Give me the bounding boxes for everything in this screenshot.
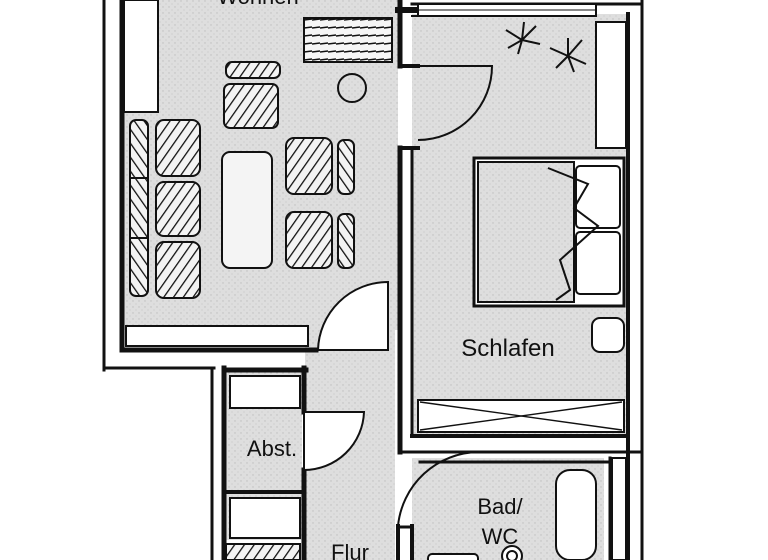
room-label-bath-line1: Bad/ (477, 494, 523, 519)
windows (123, 0, 627, 560)
dining-chair-2 (285, 211, 333, 269)
tv-stool (225, 61, 281, 79)
plant-icon (505, 21, 541, 55)
bedroom-door-swing (417, 65, 494, 141)
bed-pillow-top (575, 165, 621, 229)
storage-shelf-bottom (229, 497, 301, 539)
plants (505, 21, 587, 73)
storage-shelf-top (229, 375, 301, 409)
bathtub (555, 469, 597, 560)
bed-pillow-bottom (575, 231, 621, 295)
nightstand (591, 317, 625, 353)
living-window-left (123, 0, 159, 113)
room-labels: Wohnen Schlafen Abst. Bad/ WC Flur (217, 0, 554, 560)
living-furniture (125, 17, 393, 347)
duvet-fold (547, 167, 600, 301)
room-label-bedroom: Schlafen (461, 335, 554, 362)
coffee-table (221, 151, 273, 269)
armchair-top (223, 83, 279, 129)
room-label-bath-line2: WC (482, 524, 519, 549)
living-shelf-bottom (125, 325, 309, 347)
sofa-cushion-1 (155, 119, 201, 177)
toilet-bowl (506, 550, 518, 560)
bath-door-swing (397, 451, 479, 527)
living-door-swing (316, 280, 389, 351)
room-label-hall: Flur (331, 540, 369, 560)
wardrobe-cross-2 (419, 401, 623, 431)
washbasin (427, 553, 479, 560)
bath-window-right (611, 457, 627, 560)
floor-lamp (337, 73, 367, 103)
bedroom-window-right (595, 21, 627, 149)
bath-fixtures (427, 469, 597, 560)
hall-wardrobe (225, 543, 301, 560)
storage-furniture (225, 375, 301, 560)
bed-mattress (477, 161, 575, 303)
storage-door-swing (303, 411, 366, 472)
room-label-storage: Abst. (247, 436, 297, 461)
sideboard (303, 17, 393, 63)
sofa-back (129, 119, 149, 297)
room-label-living: Wohnen (217, 0, 299, 9)
doors (303, 65, 494, 527)
dining-chair-back-2 (337, 213, 355, 269)
plant-icon (549, 38, 587, 73)
sofa-cushion-3 (155, 241, 201, 299)
sofa-cushion-2 (155, 181, 201, 237)
dining-chair-1 (285, 137, 333, 195)
bedroom-furniture (417, 156, 626, 433)
dining-chair-back-1 (337, 139, 355, 195)
